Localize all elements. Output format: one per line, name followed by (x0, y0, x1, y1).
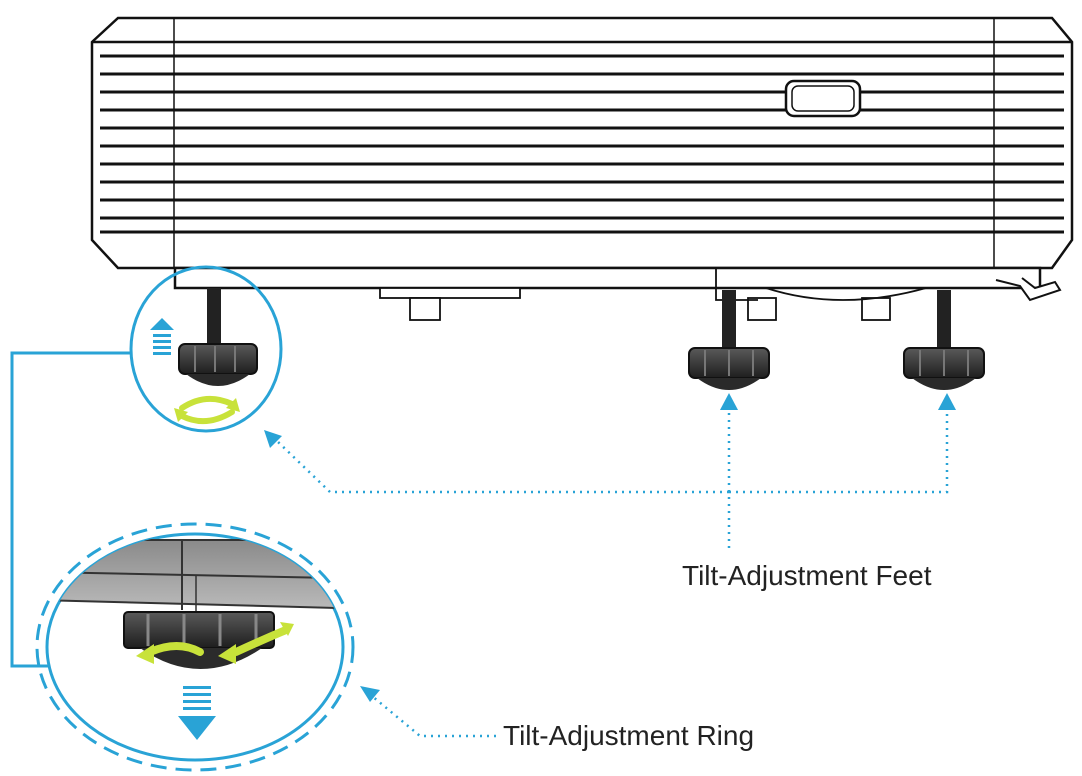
tilt-adjustment-ring-label: Tilt-Adjustment Ring (503, 720, 755, 751)
down-arrow-icon (178, 686, 216, 740)
ring-pointer-line (360, 686, 496, 738)
up-arrow-icon (150, 318, 174, 355)
callout-connector-line (10, 351, 131, 668)
feet-pointer-lines (275, 410, 949, 548)
tilt-foot-middle (688, 290, 770, 390)
zoom-detail-circle (35, 522, 355, 772)
tilt-adjustment-feet-label: Tilt-Adjustment Feet (682, 560, 932, 591)
rotate-arrows-icon (136, 622, 294, 664)
tilt-foot-left (178, 288, 258, 386)
rotate-arrows-icon (174, 395, 240, 425)
tilt-foot-right (903, 290, 985, 390)
projector-body-icon (90, 16, 1074, 321)
pointer-arrowheads (264, 393, 956, 448)
callout-circle-small (129, 265, 283, 433)
